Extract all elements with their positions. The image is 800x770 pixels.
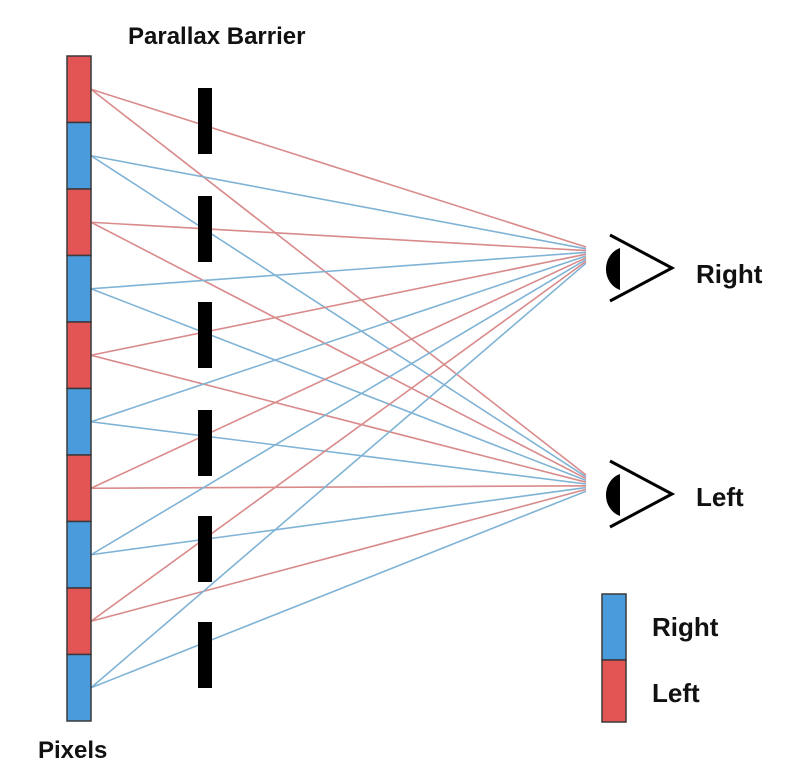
pixel-left [66, 188, 92, 257]
pixel-right [66, 387, 92, 456]
legend: Right Left [601, 593, 719, 723]
barrier-segment [198, 516, 212, 582]
legend-label-left: Left [652, 678, 700, 708]
ray-right-to-right-eye [90, 262, 587, 689]
ray-right-to-right-eye [90, 251, 587, 290]
parallax-barrier [198, 88, 212, 688]
pixel-left [66, 55, 92, 124]
ray-right-to-left-eye [90, 420, 587, 485]
right-eye-icon [605, 233, 676, 303]
left-eye-icon [605, 459, 676, 529]
ray-right-to-right-eye [90, 258, 587, 556]
ray-left-to-left-eye [90, 88, 587, 476]
ray-left-to-left-eye [90, 354, 587, 483]
ray-right-to-left-eye [90, 490, 587, 689]
ray-right-to-right-eye [90, 255, 587, 423]
ray-left-to-right-eye [90, 253, 587, 357]
pixel-right [66, 653, 92, 722]
barrier-segment [198, 622, 212, 688]
eye-left-label: Left [696, 482, 744, 512]
legend-label-right: Right [652, 612, 719, 642]
light-rays [90, 88, 587, 689]
barrier-segment [198, 302, 212, 368]
pixel-column [66, 55, 92, 722]
ray-left-to-right-eye [90, 88, 587, 248]
ray-left-to-left-eye [90, 484, 587, 490]
legend-swatch-right [601, 593, 627, 661]
barrier-title: Parallax Barrier [128, 23, 305, 50]
pixel-right [66, 254, 92, 323]
ray-left-to-left-eye [90, 488, 587, 623]
ray-left-to-right-eye [90, 221, 587, 252]
ray-left-to-right-eye [90, 260, 587, 622]
barrier-segment [198, 196, 212, 262]
ray-right-to-left-eye [90, 288, 587, 482]
pixel-left [66, 454, 92, 523]
barrier-segment [198, 410, 212, 476]
ray-right-to-right-eye [90, 154, 587, 250]
legend-swatch-left [601, 659, 627, 723]
ray-right-to-left-eye [90, 486, 587, 556]
pixel-left [66, 321, 92, 390]
pixel-left [66, 587, 92, 656]
ray-left-to-right-eye [90, 257, 587, 489]
eye-right-label: Right [696, 259, 763, 289]
barrier-segment [198, 88, 212, 154]
ray-left-to-left-eye [90, 221, 587, 480]
pixels-label: Pixels [38, 737, 107, 764]
ray-right-to-left-eye [90, 155, 587, 478]
pixel-right [66, 121, 92, 190]
pixel-right [66, 520, 92, 589]
